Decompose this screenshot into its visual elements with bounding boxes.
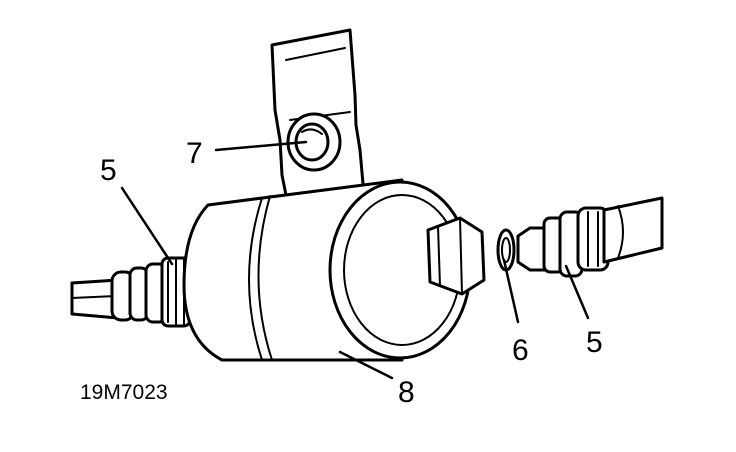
callout-7: 7: [186, 137, 203, 170]
callout-8: 8: [398, 376, 415, 409]
figure-id: 19M7023: [80, 381, 168, 404]
right-hose-fitting: [516, 206, 610, 278]
fuel-filter-body: [182, 178, 472, 362]
callout-5-left: 5: [100, 154, 117, 187]
leader-6: [502, 258, 520, 324]
leader-5-right: [564, 264, 590, 320]
leader-5-left: [120, 186, 174, 266]
callout-5-right: 5: [586, 326, 603, 359]
callout-6: 6: [512, 334, 529, 367]
left-fuel-pipe: [70, 256, 192, 328]
leader-7: [214, 140, 308, 152]
right-fuel-pipe: [602, 196, 664, 264]
bracket-bolt: [286, 112, 342, 172]
leader-8: [338, 350, 394, 380]
filter-outlet-nut: [426, 216, 486, 296]
